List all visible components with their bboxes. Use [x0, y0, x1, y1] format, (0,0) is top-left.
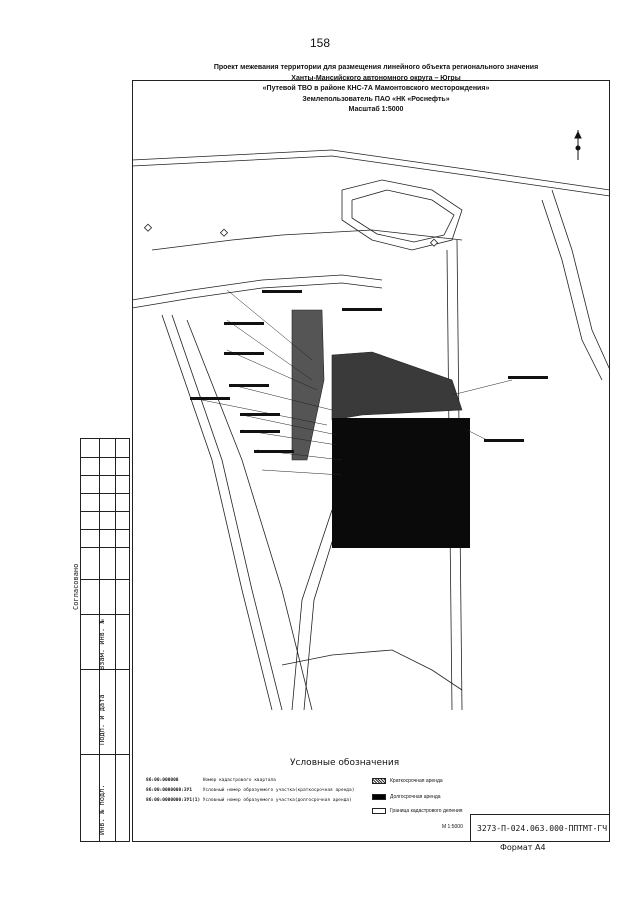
legend-row-1-text: Номер кадастрового квартала — [202, 778, 276, 783]
diagonal-road-2 — [171, 314, 283, 710]
parcel-edge-2 — [132, 282, 383, 309]
swatch-long-term-label: Долгосрочная аренда — [390, 794, 441, 800]
map-label-11 — [342, 308, 382, 311]
marker-1 — [143, 223, 153, 232]
stamp-replace-inv: Взам. инв. № — [98, 619, 106, 670]
map-label-10 — [262, 290, 302, 293]
title-line-3: «Путевой ТВО в районе КНС-7А Мамонтовско… — [262, 85, 490, 92]
legend-row-2-text: Условный номер образуемого участка(кратк… — [202, 788, 355, 793]
diagonal-road-1 — [161, 314, 273, 710]
map-label-4 — [190, 397, 230, 400]
stamp-orig-inv: Инв. № подл. — [98, 784, 106, 835]
map-label-2 — [224, 352, 264, 355]
legend-row-1-code: 86:00:000000 — [146, 778, 179, 783]
map-label-6 — [240, 430, 280, 433]
scale-note: М 1:5000 — [442, 824, 463, 830]
marker-2 — [219, 228, 229, 237]
map-label-7 — [254, 450, 294, 453]
short-term-lease-area-2 — [331, 351, 463, 421]
legend-row-3: 86:00:0000000:ЗУ1(1) Условный номер обра… — [146, 798, 352, 803]
title-line-2: Ханты-Мансийского автономного округа – Ю… — [291, 74, 461, 82]
swatch-short-term — [372, 778, 386, 784]
legend-row-2: 86:00:0000000:ЗУ1 Условный номер образуе… — [146, 788, 354, 793]
road-outline-top — [132, 149, 610, 191]
legend-row-3-code: 86:00:0000000:ЗУ1(1) — [146, 798, 201, 803]
title-line-5: Масштаб 1:5000 — [348, 106, 404, 113]
swatch-long-term — [372, 794, 386, 800]
stamp-table — [80, 438, 130, 842]
marker-3 — [429, 238, 439, 247]
legend-row-3-text: Условный номер образуемого участка(долго… — [202, 798, 352, 803]
format-label: Формат А4 — [500, 843, 546, 852]
stamp-agreed: Согласовано — [72, 563, 80, 610]
boundary-right — [551, 189, 610, 371]
legend-title: Условные обозначения — [290, 758, 400, 768]
stamp-sign-date: Подп. и дата — [98, 694, 106, 745]
swatch-short-term-label: Краткосрочная аренда — [390, 778, 443, 784]
title-line-4: Землепользователь ПАО «НК «Роснефть» — [302, 95, 450, 103]
short-term-lease-area — [291, 309, 325, 461]
swatch-cadastral-label: Граница кадастрового деления — [390, 808, 463, 814]
map-drawing — [132, 130, 610, 710]
long-term-lease-area — [332, 418, 470, 548]
swatch-cadastral — [372, 808, 386, 814]
north-arrow-icon — [574, 130, 582, 160]
map-label-5 — [240, 413, 280, 416]
page-number: 158 — [309, 36, 331, 50]
upper-loop-2 — [351, 189, 455, 243]
drawing-frame — [132, 80, 610, 842]
map-label-1 — [224, 322, 264, 325]
map-label-9 — [484, 439, 524, 442]
title-block: Проект межевания территории для размещен… — [196, 63, 556, 116]
document-code: 3273-П-024.063.000-ППТМТ-ГЧ — [470, 814, 610, 842]
legend-row-2-code: 86:00:0000000:ЗУ1 — [146, 788, 193, 793]
boundary-left — [151, 229, 463, 251]
boundary-right-2 — [541, 199, 603, 381]
bottom-diagonal — [291, 509, 333, 710]
legend-row-1: 86:00:000000 Номер кадастрового квартала — [146, 778, 276, 783]
parcel-edge-1 — [132, 274, 383, 301]
lower-road — [281, 649, 463, 691]
title-line-1: Проект межевания территории для размещен… — [213, 64, 539, 71]
diagonal-road-3 — [186, 319, 313, 710]
map-label-3 — [229, 384, 269, 387]
map-label-8 — [508, 376, 548, 379]
upper-loop — [341, 179, 463, 251]
road-outline-top-2 — [132, 155, 610, 197]
